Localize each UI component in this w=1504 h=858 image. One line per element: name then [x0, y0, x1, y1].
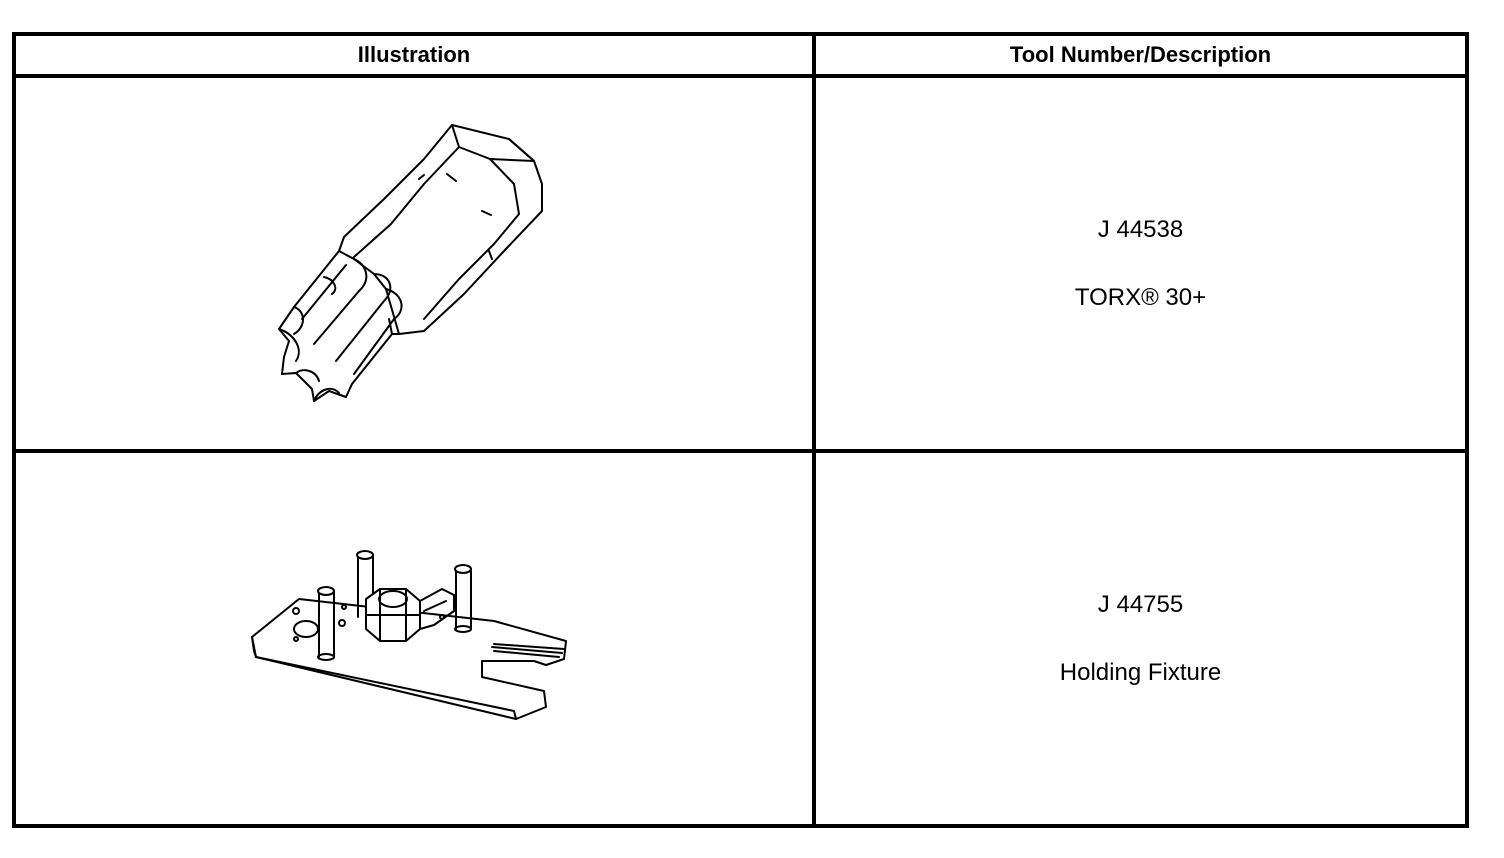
illustration-cell: [12, 74, 816, 453]
special-tools-table: Illustration Tool Number/Description: [12, 32, 1469, 828]
table-row: J 44538 TORX® 30+: [12, 74, 1469, 453]
header-illustration: Illustration: [12, 32, 816, 78]
table-row: J 44755 Holding Fixture: [12, 449, 1469, 828]
tool-description: Holding Fixture: [1059, 658, 1222, 686]
tool-number: J 44538: [1097, 215, 1184, 243]
illustration-cell: [12, 449, 816, 828]
holding-fixture-icon: [251, 549, 567, 720]
tool-number: J 44755: [1097, 590, 1184, 618]
description-cell: J 44538 TORX® 30+: [812, 74, 1469, 453]
tool-description: TORX® 30+: [1074, 283, 1207, 311]
header-tool-description: Tool Number/Description: [812, 32, 1469, 78]
description-cell: J 44755 Holding Fixture: [812, 449, 1469, 828]
table-header-row: Illustration Tool Number/Description: [12, 32, 1469, 78]
torx-bit-icon: [278, 123, 543, 402]
